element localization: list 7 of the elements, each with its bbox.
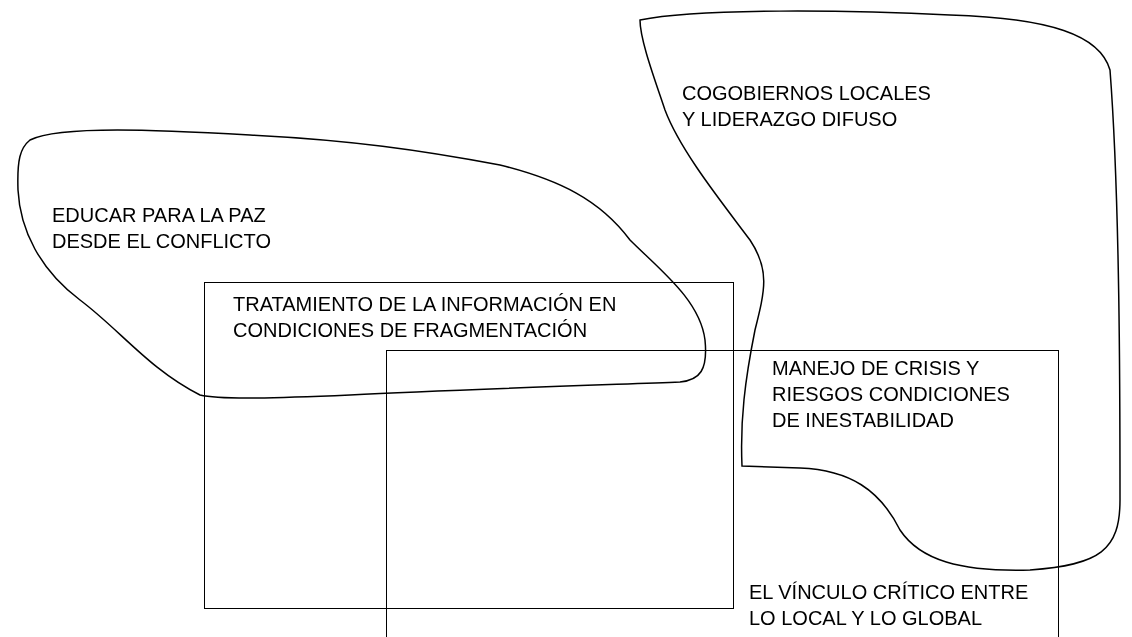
- rectangle-region: [386, 350, 1059, 637]
- rectangle-region: [204, 282, 734, 609]
- region-label: EDUCAR PARA LA PAZ DESDE EL CONFLICTO: [52, 203, 272, 254]
- region-label: EL VÍNCULO CRÍTICO ENTRE LO LOCAL Y LO GLOBAL: [749, 580, 1030, 631]
- region-label: TRATAMIENTO DE LA INFORMACIÓN EN CONDICIONES DE FRAGMENTACIÓN: [233, 292, 618, 343]
- region-label: MANEJO DE CRISIS Y RIESGOS CONDICIONES DE INESTABILIDAD: [772, 356, 1011, 433]
- region-label: COGOBIERNOS LOCALES Y LIDERAZGO DIFUSO: [682, 81, 932, 132]
